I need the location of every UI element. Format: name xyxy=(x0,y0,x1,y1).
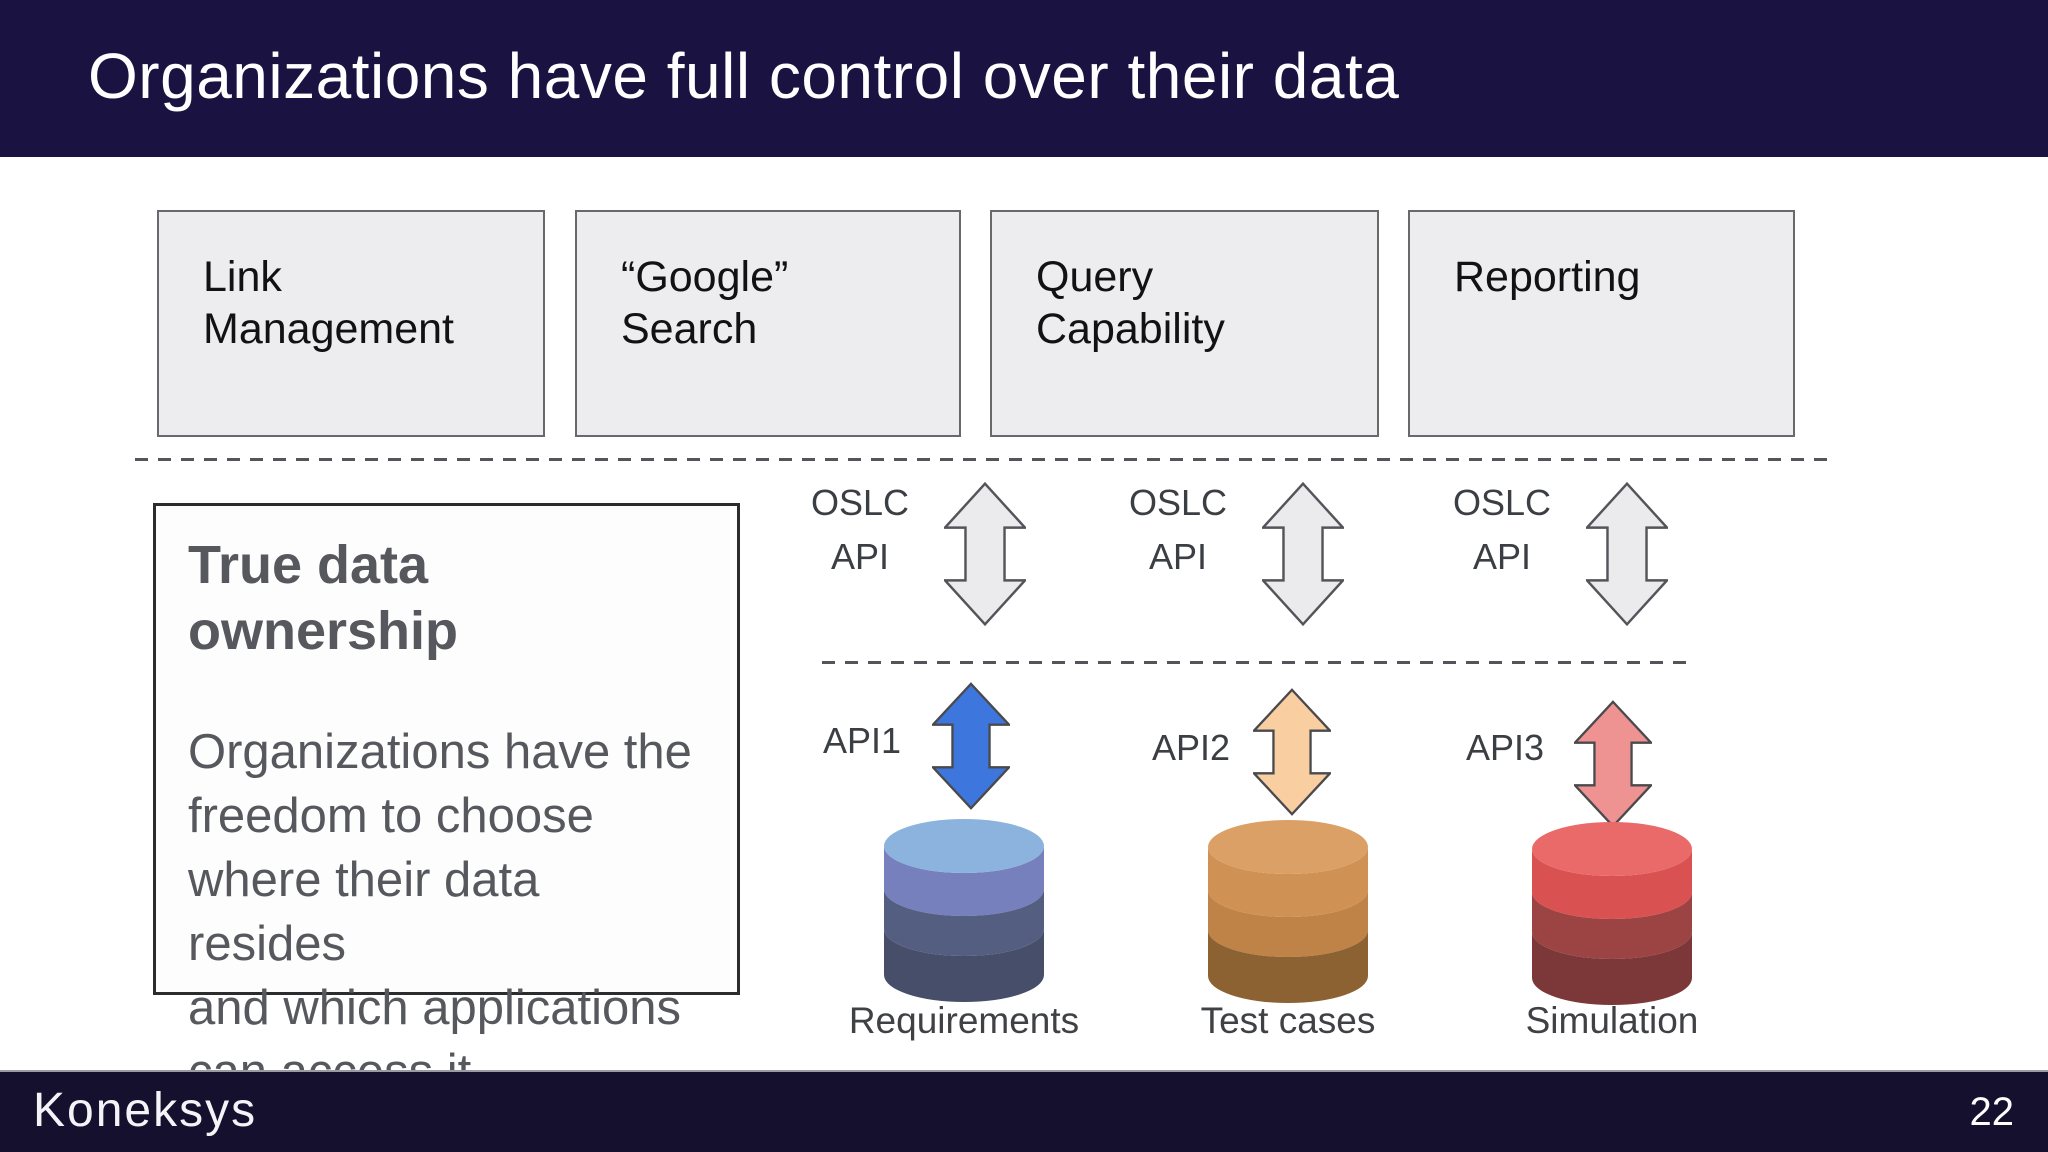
oslc-double-arrow-icon xyxy=(1262,481,1344,627)
capability-box-google-search: “Google” Search xyxy=(575,210,961,437)
footer-bar: Koneksys 22 xyxy=(0,1070,2048,1152)
capability-box-label: Query Capability xyxy=(1036,253,1225,353)
oslc-api-label-3: OSLC API xyxy=(1427,476,1577,584)
api2-label: API2 xyxy=(1151,727,1231,768)
oslc-api-label-2: OSLC API xyxy=(1103,476,1253,584)
test-cases-database-icon xyxy=(1208,820,1368,1003)
api-line: API xyxy=(1472,536,1532,577)
oslc-double-arrow-icon xyxy=(944,481,1026,627)
capability-box-reporting: Reporting xyxy=(1408,210,1795,437)
oslc-line: OSLC xyxy=(1452,482,1552,523)
oslc-double-arrow-icon xyxy=(1586,481,1668,627)
api2-double-arrow-icon xyxy=(1253,688,1331,816)
ownership-note-body: Organizations have the freedom to choose… xyxy=(188,725,692,1099)
oslc-line: OSLC xyxy=(1128,482,1228,523)
api3-label: API3 xyxy=(1465,727,1545,768)
requirements-label: Requirements xyxy=(848,1000,1080,1041)
requirements-database-icon xyxy=(884,819,1044,1002)
api-line: API xyxy=(1148,536,1208,577)
api3-double-arrow-icon xyxy=(1574,700,1652,828)
api1-double-arrow-icon xyxy=(932,682,1010,810)
api1-label: API1 xyxy=(822,720,902,761)
ownership-note-heading: True data ownership xyxy=(188,535,459,661)
page-title: Organizations have full control over the… xyxy=(88,39,1400,112)
api-line: API xyxy=(830,536,890,577)
capability-box-label: Link Management xyxy=(203,253,454,353)
page-number: 22 xyxy=(1969,1089,2015,1134)
simulation-database-icon xyxy=(1532,822,1692,1005)
capability-box-label: “Google” Search xyxy=(621,253,789,353)
ownership-note-box: True data ownership Organizations have t… xyxy=(153,503,740,1099)
dashed-separator-top xyxy=(135,458,1833,461)
capability-box-query-capability: Query Capability xyxy=(990,210,1379,437)
title-bar: Organizations have full control over the… xyxy=(0,0,2048,157)
koneksys-logo: Koneksys xyxy=(33,1083,258,1137)
simulation-label: Simulation xyxy=(1525,1000,1699,1041)
oslc-api-label-1: OSLC API xyxy=(785,476,935,584)
oslc-line: OSLC xyxy=(810,482,910,523)
capability-box-link-management: Link Management xyxy=(157,210,545,437)
capability-box-label: Reporting xyxy=(1454,253,1641,301)
test-cases-label: Test cases xyxy=(1200,1000,1376,1041)
dashed-separator-bottom xyxy=(822,661,1690,664)
